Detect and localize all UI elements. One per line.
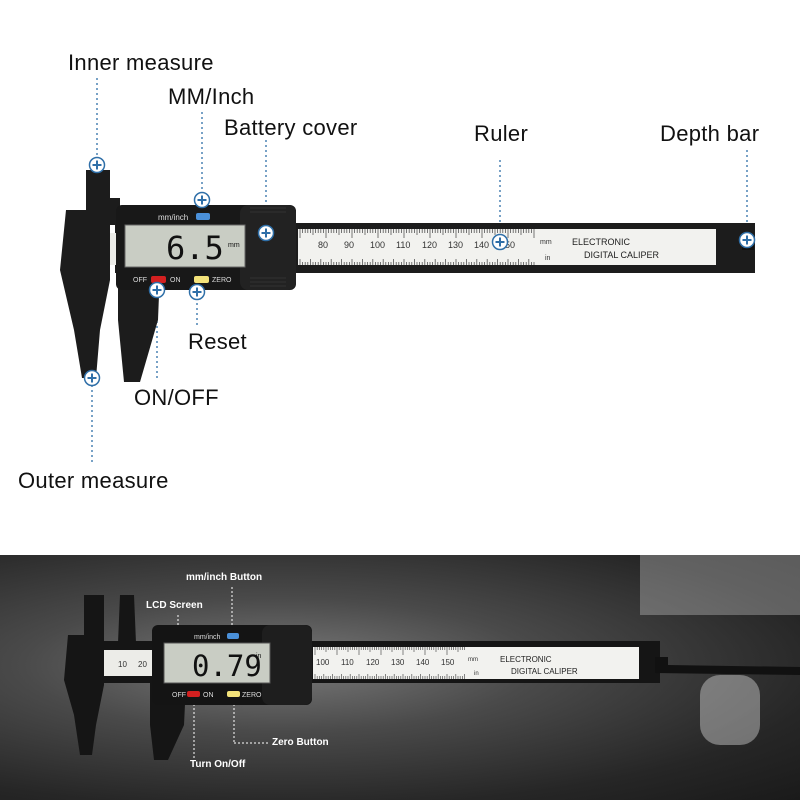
- bottom-bg-shape: [640, 555, 800, 615]
- top-zero-label: ZERO: [212, 277, 232, 284]
- top-ruler-number: 110: [396, 240, 410, 250]
- callout-ruler: Ruler: [474, 121, 529, 146]
- top-battery-cover: [240, 205, 296, 290]
- top-zero-button: [194, 276, 209, 283]
- bottom-ruler-number: 140: [416, 658, 430, 667]
- callout-reset: Reset: [188, 329, 247, 354]
- top-sliding-outer-jaw: [118, 270, 160, 382]
- top-lcd-unit: mm: [228, 242, 240, 249]
- top-off-label: OFF: [133, 277, 147, 284]
- top-ruler-number: 120: [422, 240, 437, 250]
- bottom-mm-inch-button: [227, 633, 239, 639]
- bottom-ruler-number: 120: [366, 658, 380, 667]
- top-ruler-number: 100: [370, 240, 385, 250]
- top-on-off-button: [151, 276, 166, 283]
- bottom-ruler-scale: [313, 647, 639, 679]
- top-brand-line-2: DIGITAL CALIPER: [584, 250, 660, 260]
- top-lcd-value: 6.5: [166, 229, 224, 267]
- top-ruler-ticks: [299, 229, 535, 265]
- top-ruler-number: 130: [448, 240, 463, 250]
- bottom-scale-unit-mm: mm: [468, 657, 478, 663]
- bottom-depth-bar: [655, 657, 800, 675]
- bottom-lcd-screen: [163, 642, 271, 684]
- top-battery-grip: [250, 207, 286, 287]
- bottom-zero-button: [227, 691, 240, 697]
- bottom-lcd-unit: in: [256, 653, 262, 660]
- top-brand-line-1: ELECTRONIC: [572, 237, 631, 247]
- callout-on-off: ON/OFF: [134, 385, 219, 410]
- callout-outer-measure: Outer measure: [18, 468, 169, 493]
- bottom-ruler-number: 110: [341, 658, 354, 667]
- callout-marker-icon: [257, 224, 275, 242]
- top-caliper-illustration: 0 8090100110120130140150 mm in ELECTRONI…: [60, 78, 756, 465]
- bottom-bg-object: [700, 675, 760, 745]
- callout-marker-icon: [738, 231, 756, 249]
- callout-inner-measure: Inner measure: [68, 50, 214, 75]
- bottom-on-label: ON: [203, 692, 214, 699]
- bottom-fixed-outer-jaw: [64, 635, 104, 755]
- callout-marker-icon: [83, 369, 101, 387]
- callout-marker-icon: [188, 283, 206, 301]
- callout-battery-cover: Battery cover: [224, 115, 358, 140]
- bottom-brand-line-1: ELECTRONIC: [500, 655, 552, 664]
- bottom-lcd-value: 0.79: [192, 649, 262, 683]
- bottom-ruler-number: 100: [316, 658, 330, 667]
- callout-marker-icon: [88, 156, 106, 174]
- bottom-ruler-left-number: 10: [118, 660, 127, 669]
- callout-zero-button: Zero Button: [272, 737, 329, 748]
- callout-turn-on-off: Turn On/Off: [190, 759, 246, 770]
- top-ruler-number: 140: [474, 240, 489, 250]
- bottom-ruler-left-number: 20: [138, 660, 147, 669]
- bottom-mm-inch-label: mm/inch: [194, 634, 221, 641]
- bottom-scale-unit-in: in: [474, 671, 479, 677]
- top-on-label: ON: [170, 277, 181, 284]
- top-mm-inch-label: mm/inch: [158, 213, 188, 222]
- bottom-ruler-number: 130: [391, 658, 405, 667]
- bottom-battery-cover: [262, 625, 312, 705]
- callout-mm-inch-button: mm/inch Button: [186, 572, 263, 583]
- top-lcd-screen: [124, 224, 246, 268]
- bottom-fixed-inner-jaw: [84, 595, 104, 645]
- callout-lcd-screen: LCD Screen: [146, 600, 203, 611]
- top-scale-unit-in: in: [545, 255, 551, 262]
- callout-depth-bar: Depth bar: [660, 121, 760, 146]
- top-callout-markers: [83, 156, 756, 387]
- callout-mm-inch: MM/Inch: [168, 84, 255, 109]
- bottom-off-label: OFF: [172, 692, 186, 699]
- bottom-ruler-number: 150: [441, 658, 455, 667]
- top-fixed-outer-jaw: [60, 210, 110, 378]
- top-scale-unit-mm: mm: [540, 239, 552, 246]
- top-ruler-number: 90: [344, 240, 354, 250]
- top-ruler-scale: [298, 229, 716, 265]
- bottom-sliding-inner-jaw: [118, 595, 136, 643]
- bottom-brand-line-2: DIGITAL CALIPER: [511, 667, 578, 676]
- callout-marker-icon: [148, 281, 166, 299]
- top-mm-inch-button: [196, 213, 210, 220]
- top-panel: 0 8090100110120130140150 mm in ELECTRONI…: [18, 50, 760, 493]
- callout-marker-icon: [193, 191, 211, 209]
- bottom-on-off-button: [187, 691, 200, 697]
- bottom-ruler-numbers: 100 110 120 130 140 150: [316, 658, 455, 667]
- bottom-zero-label: ZERO: [242, 692, 262, 699]
- bottom-ruler-ticks: [314, 647, 465, 679]
- callout-marker-icon: [491, 233, 509, 251]
- top-ruler-number: 80: [318, 240, 328, 250]
